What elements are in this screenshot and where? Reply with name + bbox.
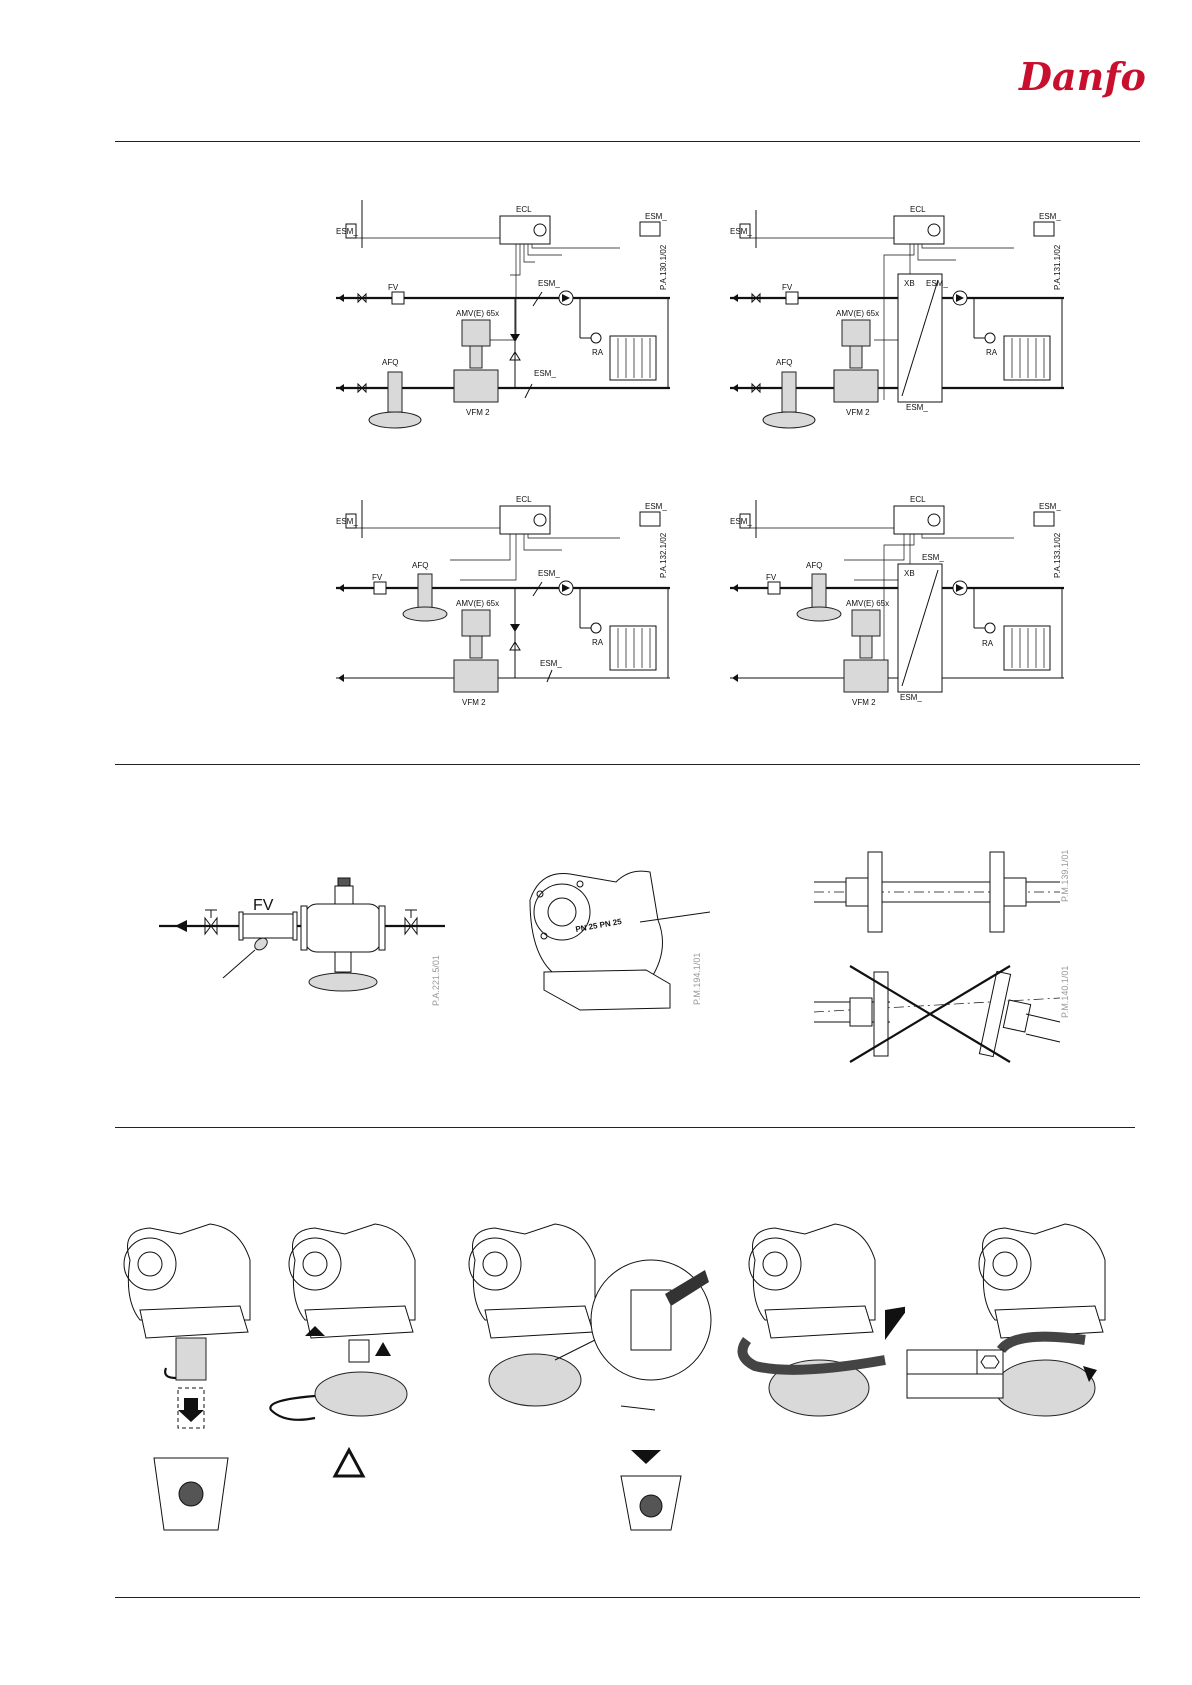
install-filter-diagram: FV P.A.221.5/01 (159, 877, 445, 1006)
svg-text:ESM_: ESM_ (645, 502, 667, 511)
danfoss-logo: Danfoss (1018, 54, 1145, 99)
svg-text:ESM_: ESM_ (336, 227, 358, 236)
svg-text:RA: RA (986, 348, 998, 357)
svg-text:P.A.130.1/02: P.A.130.1/02 (659, 244, 668, 290)
svg-text:ESM_: ESM_ (645, 212, 667, 221)
application-diagram-1: ESM_ ECL ESM_ P.A.130.1/02 FV AFQ AMV(E)… (336, 200, 670, 429)
svg-text:ESM_: ESM_ (730, 227, 752, 236)
valve-code: P.M.194.1/01 (692, 953, 702, 1005)
svg-text:VFM 2: VFM 2 (466, 408, 490, 417)
svg-text:RA: RA (592, 638, 604, 647)
flange-ok-code: P.M.139.1/01 (1060, 850, 1070, 902)
application-diagram-4: ESM_ ECL ESM_ P.A.133.1/02 FV AFQ AMV(E)… (730, 495, 1064, 707)
section-rule-1 (115, 764, 1140, 765)
svg-text:ESM_: ESM_ (540, 659, 562, 668)
svg-text:ESM_: ESM_ (900, 693, 922, 702)
application-diagram-3: ESM_ ECL ESM_ P.A.132.1/02 FV AFQ AMV(E)… (336, 495, 670, 707)
assembly-step-2 (269, 1223, 416, 1478)
svg-text:ESM_: ESM_ (926, 279, 948, 288)
svg-text:AMV(E) 65x: AMV(E) 65x (836, 309, 879, 318)
svg-text:ESM_: ESM_ (538, 569, 560, 578)
header-rule (115, 141, 1140, 142)
svg-text:ESM_: ESM_ (336, 517, 358, 526)
svg-text:ESM_: ESM_ (1039, 212, 1061, 221)
logo-text: Danfoss (1018, 54, 1145, 99)
svg-text:ESM_: ESM_ (922, 553, 944, 562)
svg-text:P.A.133.1/02: P.A.133.1/02 (1053, 532, 1062, 578)
svg-text:VFM 2: VFM 2 (846, 408, 870, 417)
assembly-step-3 (468, 1223, 712, 1531)
install-flange-alignment: P.M.139.1/01 P.M.140.1/01 (813, 850, 1070, 1063)
fv-code: P.A.221.5/01 (431, 955, 441, 1006)
footer-rule (115, 1597, 1140, 1598)
svg-text:ESM_: ESM_ (730, 517, 752, 526)
svg-text:AMV(E) 65x: AMV(E) 65x (846, 599, 889, 608)
svg-text:ECL: ECL (516, 205, 532, 214)
application-diagram-2: ESM_ ECL ESM_ P.A.131.1/02 FV AFQ AMV(E)… (730, 205, 1064, 429)
install-valve-marking: PN 25 PN 25 P.M.194.1/01 (529, 870, 711, 1011)
fv-label: FV (253, 897, 274, 914)
svg-text:AMV(E) 65x: AMV(E) 65x (456, 599, 499, 608)
assembly-step-4 (737, 1223, 905, 1417)
svg-text:ESM_: ESM_ (1039, 502, 1061, 511)
svg-text:AMV(E) 65x: AMV(E) 65x (456, 309, 499, 318)
svg-text:ESM_: ESM_ (534, 369, 556, 378)
svg-text:AFQ: AFQ (806, 561, 822, 570)
svg-text:ESM_: ESM_ (906, 403, 928, 412)
section-rule-2 (115, 1127, 1135, 1128)
svg-text:XB: XB (904, 569, 915, 578)
assembly-step-1 (123, 1223, 251, 1531)
svg-text:ECL: ECL (910, 205, 926, 214)
svg-text:FV: FV (372, 573, 383, 582)
flange-bad-code: P.M.140.1/01 (1060, 966, 1070, 1018)
svg-text:XB: XB (904, 279, 915, 288)
svg-text:FV: FV (766, 573, 777, 582)
svg-text:VFM 2: VFM 2 (852, 698, 876, 707)
svg-text:RA: RA (592, 348, 604, 357)
svg-text:VFM 2: VFM 2 (462, 698, 486, 707)
svg-text:P.A.132.1/02: P.A.132.1/02 (659, 532, 668, 578)
svg-text:AFQ: AFQ (776, 358, 792, 367)
svg-text:AFQ: AFQ (412, 561, 428, 570)
svg-text:ECL: ECL (910, 495, 926, 504)
svg-text:P.A.131.1/02: P.A.131.1/02 (1053, 244, 1062, 290)
svg-text:FV: FV (782, 283, 793, 292)
svg-text:ESM_: ESM_ (538, 279, 560, 288)
svg-text:ECL: ECL (516, 495, 532, 504)
svg-text:RA: RA (982, 639, 994, 648)
svg-text:FV: FV (388, 283, 399, 292)
assembly-step-5 (906, 1223, 1106, 1417)
svg-text:AFQ: AFQ (382, 358, 398, 367)
